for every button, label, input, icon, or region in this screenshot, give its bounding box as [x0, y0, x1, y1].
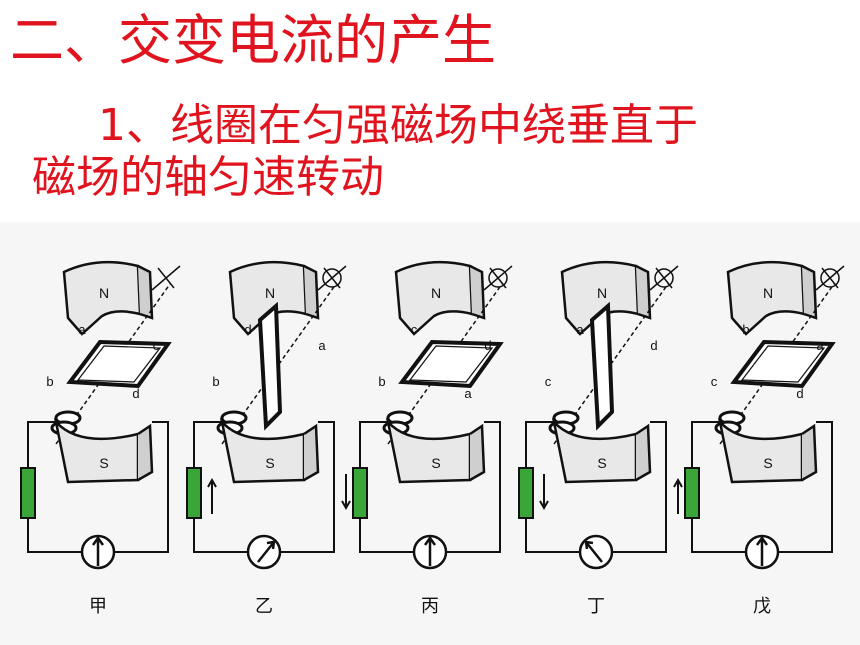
coil-corner-label: a	[576, 322, 584, 337]
axis-symbol-lines	[815, 265, 845, 291]
resistor	[186, 467, 202, 519]
coil-corner-label: c	[153, 338, 160, 353]
magnet-north-side	[635, 264, 652, 320]
coil-inner	[740, 345, 826, 383]
coil-corner-label: b	[212, 374, 219, 389]
coil-corner-label: d	[244, 322, 251, 337]
resistor	[352, 467, 368, 519]
coil-corner-label: b	[742, 322, 749, 337]
galvanometer-needle	[423, 535, 437, 566]
magnet-north-pole	[726, 260, 806, 336]
pole-label-s: S	[763, 455, 772, 471]
galvanometer-needle	[257, 540, 276, 563]
generator-diagram-svg: Na b c dS 甲 Nd b aS 乙 Nc b d aS 丙 Na c dS 丁 Nb c a dS 戊	[0, 222, 860, 645]
coil-corner-label: b	[378, 374, 385, 389]
panel-5: Nb c a dS 戊	[684, 260, 845, 616]
axis-symbol-lines	[317, 265, 347, 291]
key-point: 1、线圈在匀强磁场中绕垂直于 磁场的轴匀速转动	[32, 100, 842, 204]
current-arrow-right	[673, 477, 683, 514]
axis-symbol-ring	[654, 268, 674, 288]
coil-corner-label: a	[318, 338, 326, 353]
coil-inner	[408, 345, 494, 383]
current-arrow-left	[207, 477, 217, 514]
panel-3: Nc b d aS 丙	[352, 260, 513, 616]
axis-symbol-ring	[488, 268, 508, 288]
key-point-line-2: 磁场的轴匀速转动	[32, 152, 384, 203]
coil-loop	[398, 339, 504, 389]
pole-label-n: N	[431, 285, 441, 301]
coil-corner-label: d	[132, 386, 139, 401]
coil-corner-label: c	[411, 322, 418, 337]
coil-corner-label: a	[78, 322, 86, 337]
resistor	[20, 467, 36, 519]
panel-1: Na b c dS 甲	[20, 260, 181, 616]
panel-caption: 戊	[753, 596, 771, 616]
galvanometer-needle	[755, 535, 769, 566]
coil-inner	[76, 345, 162, 383]
axis-symbol-lines	[649, 265, 679, 291]
coil-loop	[66, 339, 172, 389]
magnet-north-side	[801, 264, 818, 320]
panel-4: Na c dS 丁	[518, 260, 683, 616]
galvanometer-needle	[91, 535, 105, 566]
coil-corner-label: a	[464, 386, 472, 401]
pole-label-s: S	[597, 455, 606, 471]
coil-corner-label: c	[711, 374, 718, 389]
panel-caption: 丙	[421, 596, 439, 616]
galvanometer-needle	[584, 540, 603, 563]
coil-loop	[257, 301, 283, 431]
pole-label-s: S	[99, 455, 108, 471]
magnet-south-side	[303, 423, 320, 482]
coil-corner-label: d	[650, 338, 657, 353]
current-arrow-left	[539, 474, 549, 511]
axis-symbol-lines	[483, 265, 513, 291]
pole-label-n: N	[597, 285, 607, 301]
pole-label-n: N	[265, 285, 275, 301]
coil-corner-label: b	[46, 374, 53, 389]
coil-corner-label: d	[796, 386, 803, 401]
panel-2: Nd b aS 乙	[186, 260, 351, 616]
magnet-south-side	[635, 423, 652, 482]
pole-label-s: S	[431, 455, 440, 471]
magnet-north-side	[469, 264, 486, 320]
resistor	[684, 467, 700, 519]
magnet-south-side	[137, 423, 154, 482]
resistor	[518, 467, 534, 519]
coil-loop	[730, 339, 836, 389]
pole-label-n: N	[763, 285, 773, 301]
magnet-north-pole	[62, 260, 142, 336]
slide-title: 二、交变电流的产生	[10, 9, 496, 72]
axis-symbol-ring	[322, 268, 342, 288]
current-arrow-right	[341, 474, 351, 511]
magnet-south-side	[469, 423, 486, 482]
coil-corner-label: c	[545, 374, 552, 389]
axis-symbol-lines	[151, 265, 181, 291]
panel-caption: 乙	[255, 596, 273, 616]
magnet-north-pole	[394, 260, 474, 336]
coil-loop	[589, 301, 615, 431]
pole-label-n: N	[99, 285, 109, 301]
panel-caption: 丁	[587, 596, 605, 616]
axis-symbol-ring	[820, 268, 840, 288]
magnet-south-side	[801, 423, 818, 482]
coil-corner-label: a	[816, 338, 824, 353]
panel-caption: 甲	[89, 596, 107, 616]
magnet-north-side	[303, 264, 320, 320]
key-point-line-1: 1、线圈在匀强磁场中绕垂直于	[98, 100, 698, 151]
magnet-north-side	[137, 264, 154, 320]
coil-corner-label: d	[484, 338, 491, 353]
pole-label-s: S	[265, 455, 274, 471]
